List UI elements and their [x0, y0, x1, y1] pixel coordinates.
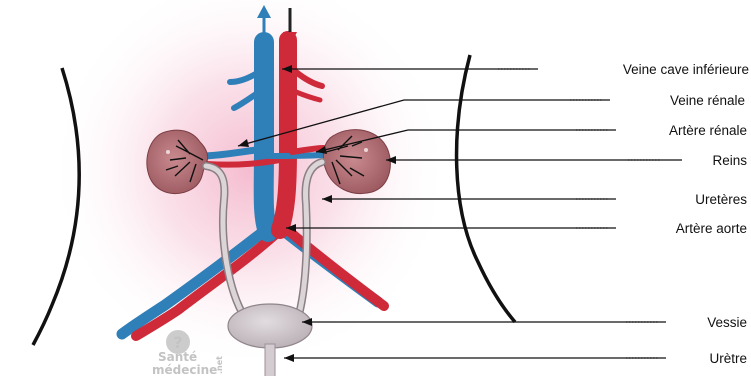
- label-veine-cave: Veine cave inférieure: [623, 62, 749, 77]
- label-artere-aorte: Artère aorte: [676, 221, 747, 236]
- label-veine-renale: Veine rénale: [670, 93, 745, 108]
- urethra: [265, 344, 275, 376]
- label-artere-renale: Artère rénale: [669, 123, 747, 138]
- label-vessie: Vessie: [707, 315, 747, 330]
- label-reins: Reins: [712, 153, 747, 168]
- bladder: [228, 304, 312, 348]
- watermark-line2: médecine: [152, 363, 217, 376]
- watermark-line1: Santé: [158, 350, 197, 364]
- label-uretre: Urètre: [709, 351, 747, 366]
- watermark-suffix: .net: [215, 356, 224, 374]
- label-ureteres: Uretères: [695, 192, 747, 207]
